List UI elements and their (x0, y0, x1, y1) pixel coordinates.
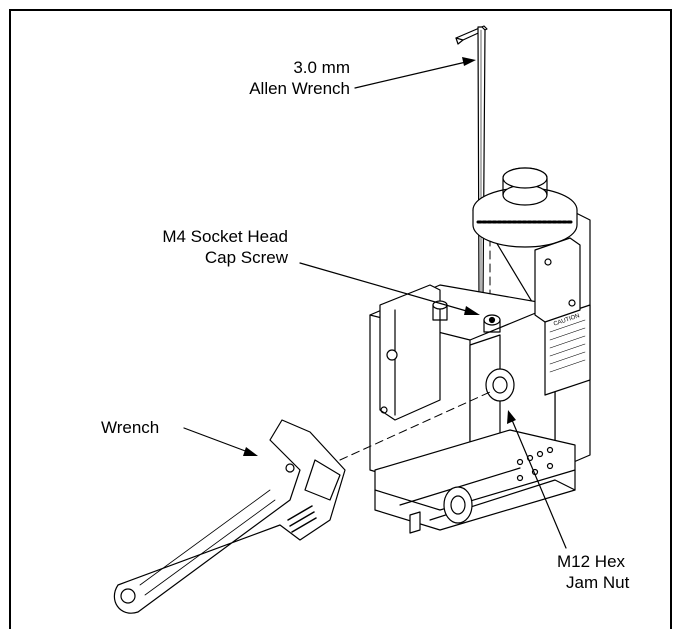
wrench-label: Wrench (101, 417, 159, 438)
jam-nut-label: M12 Hex Jam Nut (557, 551, 629, 593)
socket-screw-label: M4 Socket Head Cap Screw (88, 226, 288, 268)
allen-wrench-label-line1: 3.0 mm (293, 58, 350, 77)
applicator-body-icon (369, 167, 591, 534)
leader-lines (183, 57, 567, 549)
allen-wrench-label-line2: Allen Wrench (249, 79, 350, 98)
socket-screw-label-line2: Cap Screw (204, 248, 288, 267)
allen-wrench-label: 3.0 mm Allen Wrench (182, 57, 350, 99)
socket-screw-label-line1: M4 Socket Head (162, 227, 288, 246)
allen-wrench-icon (455, 25, 488, 301)
figure-frame (9, 9, 672, 629)
jam-nut-label-line1: M12 Hex (557, 552, 626, 571)
adjustable-wrench-icon (113, 419, 346, 614)
wrench-label-text: Wrench (101, 418, 160, 437)
jam-nut-label-line2: Jam Nut (566, 573, 630, 592)
